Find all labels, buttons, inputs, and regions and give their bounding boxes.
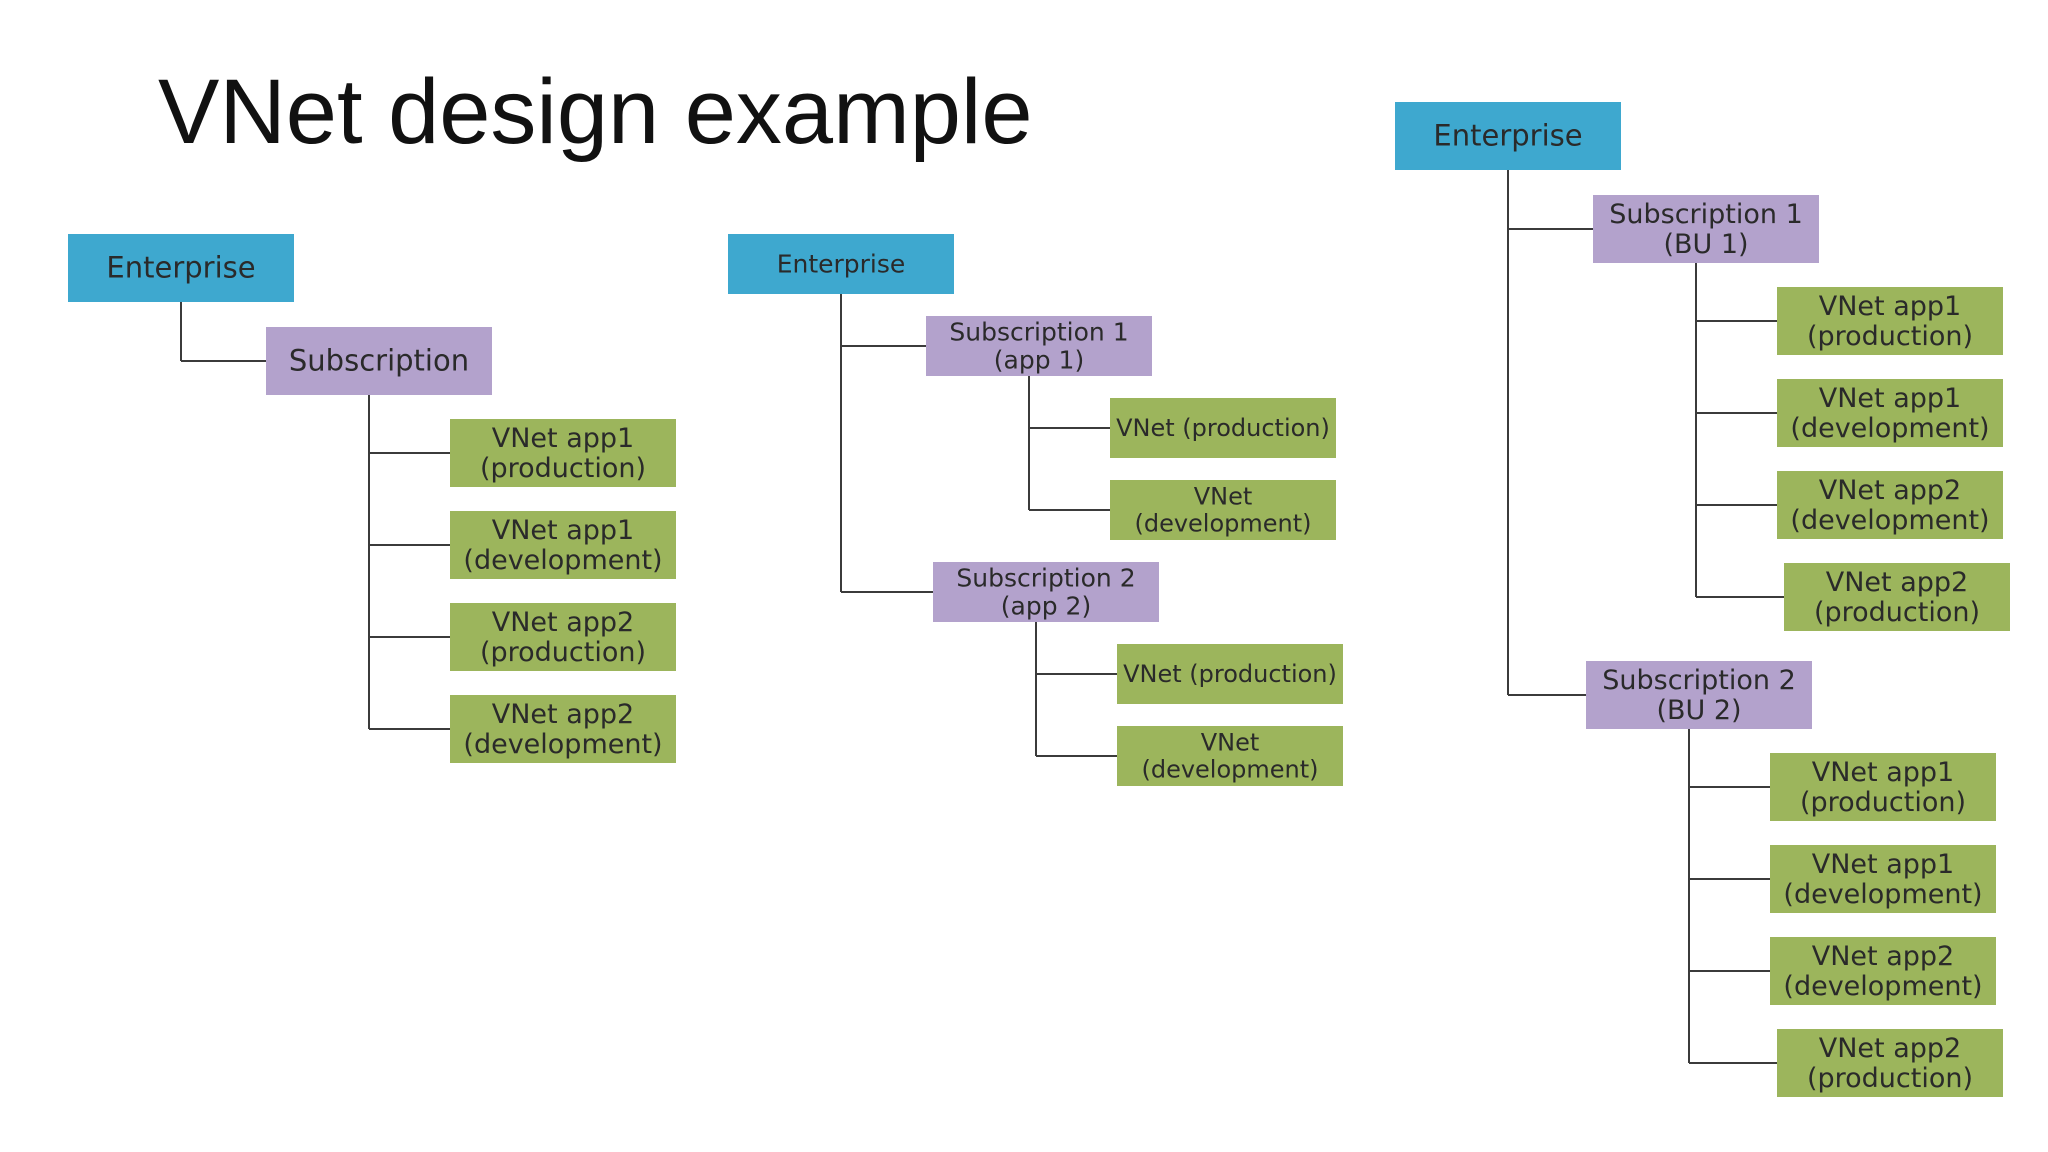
diagram-1-subscription-1-vnet-3-vnet-app2-production: VNet app2(production) [450, 603, 676, 671]
diagram-3-subscription-2-vnet-2-vnet-app1-development-label-line-2: (development) [1783, 879, 1982, 910]
diagram-1-subscription-1-vnet-1-vnet-app1-production: VNet app1(production) [450, 419, 676, 487]
slide-title: VNet design example [158, 61, 1033, 163]
diagram-2-subscription-2-label-line-1: Subscription 2 [956, 563, 1135, 592]
diagram-1-subscription-1: Subscription [266, 327, 492, 395]
diagram-1-subscription-1-vnet-2-vnet-app1-development: VNet app1(development) [450, 511, 676, 579]
diagram-2-subscription-2-vnet-2-vnet-development-label-line-1: VNet [1201, 729, 1260, 757]
diagram-3-subscription-2-vnet-3-vnet-app2-development: VNet app2(development) [1770, 937, 1996, 1005]
diagram-2-subscription-2-vnet-1-vnet-production: VNet (production) [1117, 644, 1343, 704]
diagram-3-subscription-1-vnet-3-vnet-app2-development-label-line-1: VNet app2 [1819, 475, 1961, 506]
diagram-1-subscription-1-vnet-4-vnet-app2-development-label-line-2: (development) [463, 729, 662, 760]
diagram-3-subscription-1: Subscription 1(BU 1) [1593, 195, 1819, 263]
diagram-1-subscription-1-vnet-1-vnet-app1-production-label-line-1: VNet app1 [492, 423, 634, 454]
diagram-3-subscription-2-vnet-3-vnet-app2-development-label-line-1: VNet app2 [1812, 941, 1954, 972]
diagram-2-subscription-1-vnet-2-vnet-development-label-line-1: VNet [1194, 483, 1253, 511]
diagram-3-subscription-1-vnet-1-vnet-app1-production: VNet app1(production) [1777, 287, 2003, 355]
diagram-2-subscription-1-box [926, 316, 1152, 376]
diagram-3-subscription-1-vnet-3-vnet-app2-development: VNet app2(development) [1777, 471, 2003, 539]
diagram-2-subscription-2-vnet-2-vnet-development-box [1117, 726, 1343, 786]
diagram-1-subscription-1-vnet-1-vnet-app1-production-box [450, 419, 676, 487]
diagram-2-subscription-2-box [933, 562, 1159, 622]
diagram-2-subscription-1-label-line-2: (app 1) [994, 345, 1084, 374]
diagram-3-subscription-2-vnet-4-vnet-app2-production-box [1777, 1029, 2003, 1097]
diagram-1-subscription-1-label-line-1: Subscription [289, 344, 469, 378]
diagram-3-enterprise: Enterprise [1395, 102, 1621, 170]
diagram-1-enterprise-box [68, 234, 294, 302]
diagram-3-subscription-2-vnet-3-vnet-app2-development-label-line-2: (development) [1783, 971, 1982, 1002]
diagram-2-enterprise-label-line-1: Enterprise [777, 249, 906, 278]
diagram-3-subscription-2-box [1586, 661, 1812, 729]
diagram-3-subscription-1-vnet-3-vnet-app2-development-box [1777, 471, 2003, 539]
diagram-2-subscription-2-vnet-1-vnet-production-box [1117, 644, 1343, 704]
diagram-2-subscription-2-label-line-2: (app 2) [1001, 591, 1091, 620]
diagram-1-subscription-1-vnet-4-vnet-app2-development: VNet app2(development) [450, 695, 676, 763]
diagram-3-subscription-2-label-line-1: Subscription 2 [1602, 665, 1796, 696]
diagram-3-subscription-1-vnet-4-vnet-app2-production-label-line-2: (production) [1814, 597, 1980, 628]
diagram-3-subscription-2-vnet-1-vnet-app1-production-label-line-1: VNet app1 [1812, 757, 1954, 788]
diagram-3-subscription-2-vnet-1-vnet-app1-production: VNet app1(production) [1770, 753, 1996, 821]
diagram-1-subscription-1-vnet-2-vnet-app1-development-label-line-1: VNet app1 [492, 515, 634, 546]
diagram-3-subscription-1-label-line-1: Subscription 1 [1609, 199, 1803, 230]
diagram-1-subscription-1-vnet-3-vnet-app2-production-label-line-2: (production) [480, 637, 646, 668]
diagram-3-subscription-2-vnet-1-vnet-app1-production-label-line-2: (production) [1800, 787, 1966, 818]
diagram-3-subscription-1-vnet-2-vnet-app1-development-label-line-1: VNet app1 [1819, 383, 1961, 414]
diagram-2-subscription-1-vnet-2-vnet-development-box [1110, 480, 1336, 540]
diagram-1-subscription-1-vnet-2-vnet-app1-development-label-line-2: (development) [463, 545, 662, 576]
diagram-3-subscription-1-vnet-1-vnet-app1-production-label-line-1: VNet app1 [1819, 291, 1961, 322]
diagram-3-subscription-1-vnet-4-vnet-app2-production: VNet app2(production) [1784, 563, 2010, 631]
diagram-1-subscription-1-vnet-3-vnet-app2-production-box [450, 603, 676, 671]
diagram-2-subscription-1-vnet-1-vnet-production-label-line-1: VNet (production) [1116, 414, 1330, 442]
diagram-2-enterprise: Enterprise [728, 234, 954, 294]
diagram-1-enterprise-label-line-1: Enterprise [106, 251, 255, 285]
diagram-3-subscription-1-vnet-1-vnet-app1-production-box [1777, 287, 2003, 355]
diagram-3-subscription-1-vnet-1-vnet-app1-production-label-line-2: (production) [1807, 321, 1973, 352]
diagram-3-subscription-2-vnet-3-vnet-app2-development-box [1770, 937, 1996, 1005]
diagram-3-subscription-2-vnet-1-vnet-app1-production-box [1770, 753, 1996, 821]
diagram-3-subscription-2: Subscription 2(BU 2) [1586, 661, 1812, 729]
diagram-3-subscription-1-box [1593, 195, 1819, 263]
diagram-3-subscription-1-vnet-2-vnet-app1-development-box [1777, 379, 2003, 447]
diagram-2-subscription-1-label-line-1: Subscription 1 [949, 317, 1128, 346]
diagram-3-subscription-1-label-line-2: (BU 1) [1663, 229, 1748, 260]
diagram-3-enterprise-box [1395, 102, 1621, 170]
diagram-2-subscription-2: Subscription 2(app 2) [933, 562, 1159, 622]
diagram-2-enterprise-box [728, 234, 954, 294]
diagram-3-subscription-2-label-line-2: (BU 2) [1656, 695, 1741, 726]
diagram-2-subscription-1-vnet-2-vnet-development-label-line-2: (development) [1134, 510, 1311, 538]
diagram-2-subscription-2-vnet-2-vnet-development-label-line-2: (development) [1141, 756, 1318, 784]
diagram-2-subscription-1: Subscription 1(app 1) [926, 316, 1152, 376]
diagram-1-subscription-1-vnet-1-vnet-app1-production-label-line-2: (production) [480, 453, 646, 484]
diagram-1-subscription-1-vnet-2-vnet-app1-development-box [450, 511, 676, 579]
diagram-2-subscription-1-vnet-2-vnet-development: VNet(development) [1110, 480, 1336, 540]
diagram-2-subscription-1-vnet-1-vnet-production: VNet (production) [1110, 398, 1336, 458]
diagram-2-subscription-2-vnet-1-vnet-production-label-line-1: VNet (production) [1123, 660, 1337, 688]
diagram-1-enterprise: Enterprise [68, 234, 294, 302]
diagram-2-subscription-1-vnet-1-vnet-production-box [1110, 398, 1336, 458]
diagram-3-subscription-2-vnet-2-vnet-app1-development: VNet app1(development) [1770, 845, 1996, 913]
diagram-3-enterprise-label-line-1: Enterprise [1433, 119, 1582, 153]
diagram-3-subscription-2-vnet-4-vnet-app2-production: VNet app2(production) [1777, 1029, 2003, 1097]
diagram-3-subscription-1-vnet-2-vnet-app1-development-label-line-2: (development) [1790, 413, 1989, 444]
diagram-2-subscription-2-vnet-2-vnet-development: VNet(development) [1117, 726, 1343, 786]
diagram-3-subscription-2-vnet-4-vnet-app2-production-label-line-1: VNet app2 [1819, 1033, 1961, 1064]
diagram-3-subscription-2-vnet-2-vnet-app1-development-box [1770, 845, 1996, 913]
diagram-3-subscription-2-vnet-4-vnet-app2-production-label-line-2: (production) [1807, 1063, 1973, 1094]
diagram-1-subscription-1-vnet-4-vnet-app2-development-label-line-1: VNet app2 [492, 699, 634, 730]
diagram-3-subscription-1-vnet-3-vnet-app2-development-label-line-2: (development) [1790, 505, 1989, 536]
diagram-3-subscription-1-vnet-4-vnet-app2-production-box [1784, 563, 2010, 631]
diagram-1-subscription-1-vnet-4-vnet-app2-development-box [450, 695, 676, 763]
diagram-3-subscription-1-vnet-2-vnet-app1-development: VNet app1(development) [1777, 379, 2003, 447]
diagram-1-subscription-1-vnet-3-vnet-app2-production-label-line-1: VNet app2 [492, 607, 634, 638]
diagram-1-subscription-1-box [266, 327, 492, 395]
diagram-3-subscription-1-vnet-4-vnet-app2-production-label-line-1: VNet app2 [1826, 567, 1968, 598]
diagram-3-subscription-2-vnet-2-vnet-app1-development-label-line-1: VNet app1 [1812, 849, 1954, 880]
